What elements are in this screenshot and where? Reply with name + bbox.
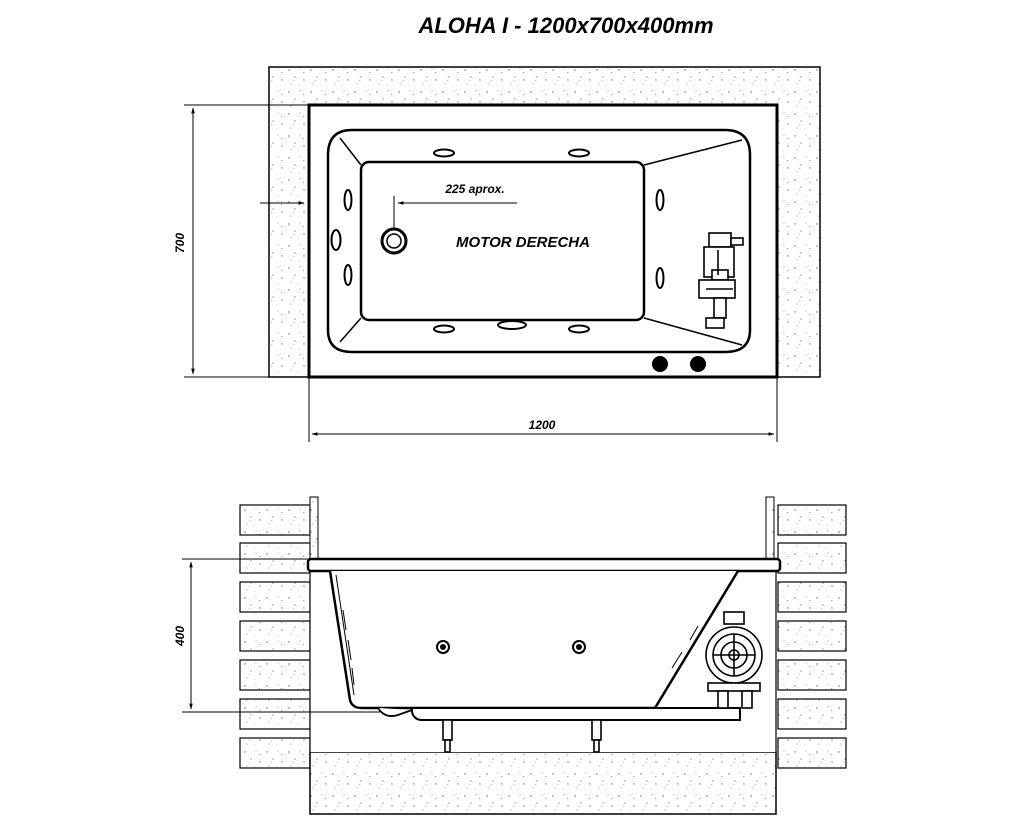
jet-icon xyxy=(568,148,590,158)
pump-side-icon xyxy=(705,611,763,709)
tub-shading xyxy=(342,609,699,686)
jet-icon xyxy=(433,148,455,158)
motor-label: MOTOR DERECHA xyxy=(456,234,590,251)
jet-icon xyxy=(497,320,527,330)
drain-outlet xyxy=(377,707,413,717)
tub-body-side xyxy=(328,570,740,710)
wall-tile-left xyxy=(309,496,319,560)
dimension-400-label: 400 xyxy=(173,626,187,647)
jet-icon xyxy=(343,189,353,211)
support-legs xyxy=(442,719,602,753)
overflow-icon xyxy=(330,229,342,251)
dimension-700-label: 700 xyxy=(173,233,187,253)
control-button-icon xyxy=(690,356,706,372)
tub-rim-side xyxy=(306,557,782,573)
side-view: 400 xyxy=(173,496,847,815)
drawing-title: ALOHA I - 1200x700x400mm xyxy=(417,13,713,38)
slope-lines xyxy=(339,137,743,346)
dimension-225-label: 225 aprox. xyxy=(444,182,504,196)
dimension-700 xyxy=(184,104,309,378)
right-brick-wall xyxy=(777,504,847,769)
tub-floor xyxy=(359,160,646,322)
dimension-400 xyxy=(182,558,380,713)
dimension-1200 xyxy=(308,377,778,442)
dimension-225 xyxy=(260,196,517,229)
support-frame xyxy=(411,707,741,721)
dimension-1200-label: 1200 xyxy=(529,418,556,432)
jet-icon xyxy=(343,264,353,286)
left-brick-wall xyxy=(239,504,311,769)
floor-slab xyxy=(309,751,777,815)
jet-icon xyxy=(433,324,455,334)
jets-top-view xyxy=(330,148,665,334)
jet-icon xyxy=(655,189,665,211)
jet-icon xyxy=(568,324,590,334)
control-button-icon xyxy=(652,356,668,372)
pump-icon xyxy=(698,232,744,329)
top-view: 700 1200 225 aprox. MOTOR DERECHA xyxy=(173,66,821,442)
jets-side-view xyxy=(436,640,586,654)
wall-tile-right xyxy=(765,496,775,560)
jet-icon xyxy=(655,267,665,289)
